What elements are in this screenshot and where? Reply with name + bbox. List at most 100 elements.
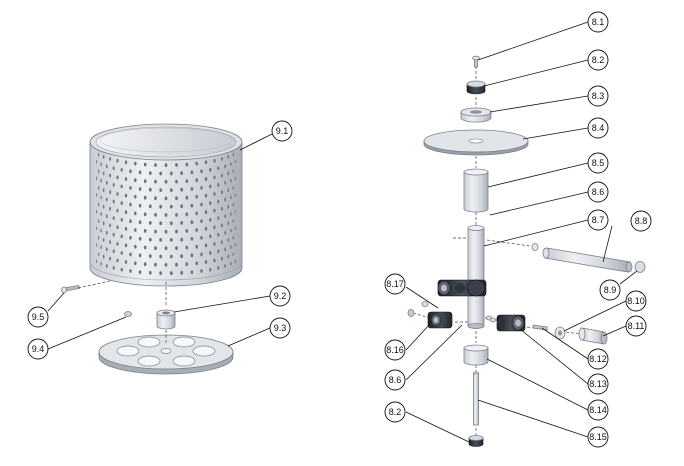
perforation-hole — [232, 252, 234, 257]
perforation-hole — [102, 188, 105, 193]
callout-8-6-bottom: 8.6 — [384, 369, 406, 391]
perforation-hole — [209, 201, 212, 206]
perforation-hole — [138, 187, 142, 191]
perforation-hole — [159, 221, 163, 226]
perforation-hole — [138, 236, 142, 241]
perforation-hole — [98, 252, 100, 257]
perforation-hole — [159, 171, 163, 176]
perforation-hole — [159, 238, 163, 242]
perforation-hole — [230, 162, 232, 167]
perforation-hole — [129, 219, 132, 224]
perforation-hole — [217, 199, 220, 204]
perforation-hole — [195, 228, 198, 232]
perforation-hole — [102, 171, 105, 176]
perforation-hole — [148, 204, 152, 209]
perforation-hole — [143, 245, 147, 250]
perforation-hole — [98, 152, 100, 157]
callout-8-16: 8.16 — [384, 339, 406, 361]
perforation-hole — [100, 228, 102, 233]
perforation-hole — [100, 195, 102, 200]
washer-8-3 — [460, 107, 492, 123]
perforation-hole — [169, 238, 173, 242]
tube-8-5 — [463, 168, 489, 213]
perforation-hole — [185, 229, 189, 233]
bolt-8-12 — [532, 324, 548, 331]
perforation-hole — [100, 261, 102, 266]
perforation-hole — [217, 183, 220, 187]
perforation-hole — [96, 209, 98, 214]
perforation-hole — [195, 244, 198, 249]
basket-perforations — [96, 152, 236, 276]
perforation-hole — [227, 221, 230, 226]
perforation-hole — [175, 246, 178, 251]
perforation-hole — [190, 270, 194, 274]
perforation-hole — [124, 243, 128, 248]
perforation-hole — [227, 155, 230, 159]
perforation-hole — [109, 157, 112, 161]
perforation-hole — [159, 271, 163, 276]
perforation-hole — [224, 230, 227, 235]
perforation-hole — [134, 228, 137, 232]
perforation-hole — [120, 201, 123, 206]
perforation-hole — [190, 220, 194, 225]
perforation-hole — [98, 219, 100, 224]
perforation-hole — [217, 216, 220, 221]
perforation-hole — [96, 159, 98, 164]
perforation-hole — [209, 168, 212, 172]
svg-text:8.4: 8.4 — [592, 123, 605, 133]
perforation-hole — [154, 213, 157, 217]
callout-8-9: 8.9 — [599, 279, 621, 301]
rod-8-15 — [473, 371, 479, 426]
perforation-hole — [234, 226, 236, 231]
perforation-hole — [190, 236, 194, 241]
perforation-hole — [180, 221, 184, 225]
perforation-hole — [116, 175, 119, 180]
perforation-hole — [109, 206, 112, 211]
perforation-hole — [148, 270, 152, 275]
perforation-hole — [169, 188, 173, 193]
perforation-hole — [109, 190, 112, 195]
perforation-hole — [213, 208, 216, 213]
perforation-hole — [195, 178, 198, 183]
perforation-hole — [143, 195, 147, 200]
perforation-hole — [164, 263, 168, 267]
perforation-hole — [217, 166, 220, 171]
callout-8-7: 8.7 — [587, 209, 609, 231]
svg-text:8.2: 8.2 — [592, 55, 605, 65]
perforation-hole — [217, 232, 220, 237]
perforation-hole — [220, 190, 223, 195]
perforation-hole — [98, 202, 100, 207]
perforation-hole — [224, 247, 227, 252]
perforation-hole — [129, 269, 132, 273]
perforation-hole — [190, 170, 194, 175]
callout-8-8: 8.8 — [630, 210, 652, 232]
perforation-hole — [195, 261, 198, 266]
nut-small-left — [421, 301, 429, 307]
perforation-hole — [120, 251, 123, 255]
perforation-hole — [129, 202, 132, 207]
perforation-hole — [96, 226, 98, 231]
cap-8-2-top — [466, 80, 486, 95]
perforation-hole — [154, 163, 157, 167]
perforation-hole — [154, 246, 157, 251]
perforation-hole — [169, 271, 173, 276]
clamp-block-right — [496, 314, 526, 332]
perforation-hole — [185, 179, 189, 184]
perforation-hole — [200, 269, 203, 273]
perforation-hole — [112, 249, 115, 254]
perforation-hole — [134, 161, 137, 166]
perforation-hole — [134, 211, 137, 216]
perforation-hole — [116, 225, 119, 230]
perforation-hole — [112, 199, 115, 204]
perforation-hole — [102, 204, 105, 209]
perforation-hole — [96, 259, 98, 264]
perforation-hole — [175, 163, 178, 167]
perforation-hole — [200, 219, 203, 224]
perforation-hole — [175, 196, 178, 201]
perforation-hole — [143, 212, 147, 217]
screw-8-1 — [472, 55, 480, 68]
leader-lines — [47, 21, 638, 443]
perforation-hole — [190, 253, 194, 258]
perforation-hole — [120, 234, 123, 239]
perforation-hole — [164, 213, 168, 217]
